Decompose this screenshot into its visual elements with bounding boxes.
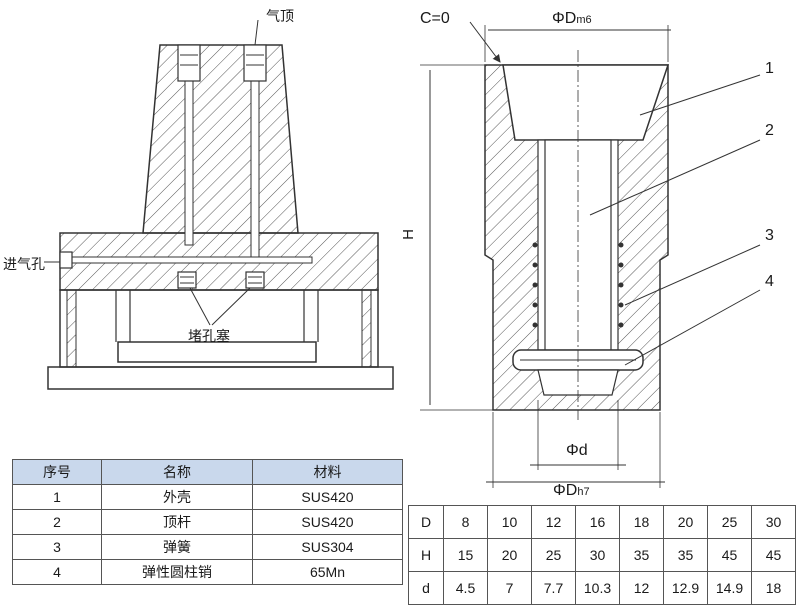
bottom-dia-sub: h7 — [577, 486, 590, 498]
parts-table: 序号 名称 材料 1 外壳 SUS420 2 顶杆 SUS420 3 弹簧 SU… — [12, 459, 403, 585]
bottom-dia-prefix: ΦD — [553, 482, 578, 499]
cell-value: 20 — [487, 538, 532, 572]
label-height: H — [399, 229, 417, 240]
cell-value: 12.9 — [663, 571, 708, 605]
cell-value: 30 — [751, 505, 796, 539]
cell-value: 25 — [531, 538, 576, 572]
cell-value: 10 — [487, 505, 532, 539]
row-label: D — [408, 505, 444, 539]
cell-name: 外壳 — [101, 484, 253, 510]
cell-value: 35 — [619, 538, 664, 572]
label-air-inlet: 进气孔 — [3, 256, 45, 272]
callout-4: 4 — [765, 273, 774, 290]
callout-3: 3 — [765, 227, 774, 244]
cell-value: 18 — [619, 505, 664, 539]
cell-value: 7 — [487, 571, 532, 605]
cell-value: 8 — [443, 505, 488, 539]
cell-value: 10.3 — [575, 571, 620, 605]
base-plate — [47, 366, 394, 390]
callout-1: 1 — [765, 60, 774, 77]
cell-value: 15 — [443, 538, 488, 572]
row-label: H — [408, 538, 444, 572]
cell-value: 4.5 — [443, 571, 488, 605]
cell-value: 16 — [575, 505, 620, 539]
col-index: 序号 — [12, 459, 102, 485]
cell-name: 顶杆 — [101, 509, 253, 535]
left-assembly — [44, 19, 394, 390]
label-top-diameter: ΦDm6 — [552, 10, 592, 28]
callout-2: 2 — [765, 122, 774, 139]
cell-material: 65Mn — [252, 559, 403, 585]
cell-value: 25 — [707, 505, 752, 539]
label-chamfer: C=0 — [420, 10, 450, 27]
right-section — [420, 21, 761, 488]
size-table: D 8 10 12 16 18 20 25 30 H 15 20 25 30 3… — [408, 505, 796, 605]
plug-left — [177, 271, 197, 289]
row-label: d — [408, 571, 444, 605]
cell-name: 弹性圆柱销 — [101, 559, 253, 585]
cell-material: SUS304 — [252, 534, 403, 560]
table-row: 2 顶杆 SUS420 — [12, 509, 403, 535]
table-row: D 8 10 12 16 18 20 25 30 — [408, 505, 796, 539]
cell-name: 弹簧 — [101, 534, 253, 560]
cell-value: 45 — [707, 538, 752, 572]
cell-value: 18 — [751, 571, 796, 605]
cell-material: SUS420 — [252, 509, 403, 535]
label-air-top: 气顶 — [266, 8, 294, 24]
table-row: 1 外壳 SUS420 — [12, 484, 403, 510]
table-row: 3 弹簧 SUS304 — [12, 534, 403, 560]
table-row: H 15 20 25 30 35 35 45 45 — [408, 538, 796, 572]
table-row: 4 弹性圆柱销 65Mn — [12, 559, 403, 585]
parts-table-header: 序号 名称 材料 — [12, 459, 403, 485]
cell-value: 45 — [751, 538, 796, 572]
col-name: 名称 — [101, 459, 253, 485]
cell-index: 2 — [12, 509, 102, 535]
cell-value: 12 — [619, 571, 664, 605]
core-body — [142, 44, 299, 234]
valve-pin-left — [177, 44, 201, 82]
cell-value: 35 — [663, 538, 708, 572]
col-material: 材料 — [252, 459, 403, 485]
cell-value: 7.7 — [531, 571, 576, 605]
table-row: d 4.5 7 7.7 10.3 12 12.9 14.9 18 — [408, 571, 796, 605]
ejector-plate — [117, 341, 317, 363]
label-plug: 堵孔塞 — [188, 328, 230, 344]
inlet-fitting — [59, 251, 73, 269]
label-bottom-diameter: ΦDh7 — [553, 482, 590, 500]
cell-index: 4 — [12, 559, 102, 585]
cell-material: SUS420 — [252, 484, 403, 510]
label-inner-diameter: Φd — [566, 442, 588, 459]
top-dia-sub: m6 — [576, 14, 592, 26]
valve-pin-right — [243, 44, 267, 82]
plug-right — [245, 271, 265, 289]
cell-value: 14.9 — [707, 571, 752, 605]
cell-value: 20 — [663, 505, 708, 539]
cell-index: 3 — [12, 534, 102, 560]
top-dia-prefix: ΦD — [552, 10, 577, 27]
cell-value: 12 — [531, 505, 576, 539]
cell-index: 1 — [12, 484, 102, 510]
spring — [532, 242, 624, 328]
cell-value: 30 — [575, 538, 620, 572]
